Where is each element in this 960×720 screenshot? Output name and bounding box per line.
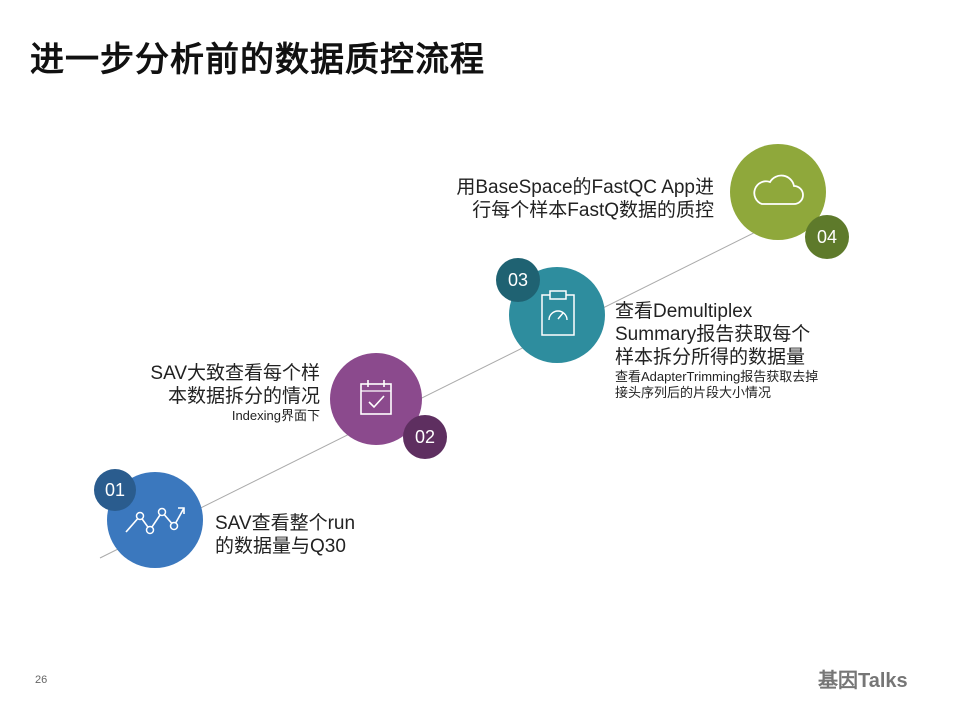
page-title: 进一步分析前的数据质控流程 xyxy=(30,41,485,79)
step-03-line: Summary报告获取每个 xyxy=(615,324,811,345)
step-03-note: 接头序列后的片段大小情况 xyxy=(615,385,772,400)
cloud-icon xyxy=(753,174,804,205)
step-03-note: 查看AdapterTrimming报告获取去掉 xyxy=(615,369,819,384)
watermark-logo: 基因Talks xyxy=(818,670,908,692)
step-03-line: 查看Demultiplex xyxy=(615,301,753,322)
step-01-line: SAV查看整个run xyxy=(215,513,356,534)
step-03-text: 查看Demultiplex Summary报告获取每个 样本拆分所得的数据量 查… xyxy=(615,300,818,401)
calendar-check-icon xyxy=(360,380,392,415)
line-chart-icon xyxy=(125,507,185,535)
step-02-line: 本数据拆分的情况 xyxy=(167,386,320,407)
step-02-text: SAV大致查看每个样 本数据拆分的情况 Indexing界面下 xyxy=(150,362,320,424)
step-04-line: 用BaseSpace的FastQC App进 xyxy=(456,177,714,198)
page-number: 26 xyxy=(35,674,48,686)
step-04-text: 用BaseSpace的FastQC App进 行每个样本FastQ数据的质控 xyxy=(456,176,714,222)
step-02-badge: 02 xyxy=(403,415,447,459)
step-03-line: 样本拆分所得的数据量 xyxy=(615,347,806,368)
step-04-badge: 04 xyxy=(805,215,849,259)
step-02-note: Indexing界面下 xyxy=(231,408,320,423)
step-04-line: 行每个样本FastQ数据的质控 xyxy=(472,200,714,221)
clipboard-gauge-icon xyxy=(541,290,575,336)
step-01-text: SAV查看整个run 的数据量与Q30 xyxy=(215,512,355,558)
step-03-badge: 03 xyxy=(496,258,540,302)
step-01-line: 的数据量与Q30 xyxy=(215,536,346,557)
step-02-line: SAV大致查看每个样 xyxy=(150,363,320,384)
step-01-badge: 01 xyxy=(94,469,136,511)
